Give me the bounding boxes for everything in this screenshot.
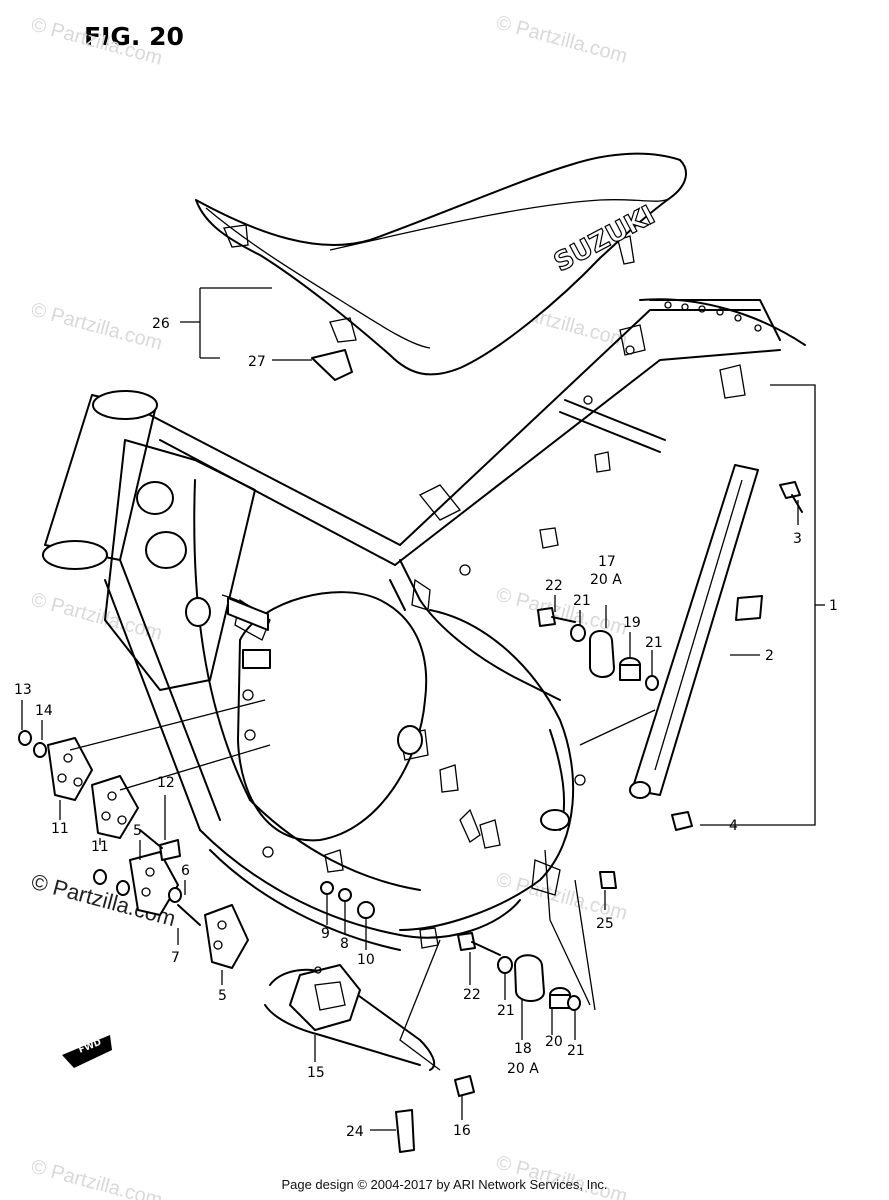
callout-labels: 1 2 3 4 5 5 6 7 8 9 10 11 11 12 13 14 15… — [14, 316, 838, 1140]
callout-7: 7 — [171, 950, 180, 966]
part-3-bolt — [779, 481, 803, 513]
callout-15: 15 — [307, 1065, 325, 1081]
watermark: © Partzilla.com — [29, 299, 165, 355]
callout-19: 19 — [623, 615, 641, 631]
upper-mount-parts — [537, 607, 659, 691]
callout-12: 12 — [157, 775, 175, 791]
callout-21: 21 — [497, 1003, 515, 1019]
watermark: © Partzilla.com — [29, 589, 165, 645]
callout-18: 18 — [514, 1041, 532, 1057]
callout-17: 17 — [598, 554, 616, 570]
callout-22: 22 — [545, 578, 563, 594]
callout-10: 10 — [357, 952, 375, 968]
small-fasteners — [311, 349, 475, 1153]
fwd-arrow-icon: FWD — [62, 1035, 112, 1068]
callout-11: 11 — [91, 839, 109, 855]
callout-25: 25 — [596, 916, 614, 932]
callout-20a: 20 A — [507, 1061, 539, 1077]
callout-11: 11 — [51, 821, 69, 837]
part-2-bracket — [629, 464, 763, 799]
engine-mount-plates — [18, 730, 617, 969]
watermark: © Partzilla.com — [494, 12, 630, 68]
watermark: © Partzilla.com — [494, 1152, 630, 1200]
callout-3: 3 — [793, 531, 802, 547]
figure-title: FIG. 20 — [84, 22, 184, 51]
callout-20: 20 — [545, 1034, 563, 1050]
callout-2: 2 — [765, 648, 774, 664]
callout-16: 16 — [453, 1123, 471, 1139]
callout-5: 5 — [218, 988, 227, 1004]
callout-21: 21 — [645, 635, 663, 651]
callout-21: 21 — [567, 1043, 585, 1059]
callout-20a: 20 A — [590, 572, 622, 588]
callout-8: 8 — [340, 936, 349, 952]
callout-4: 4 — [729, 818, 738, 834]
callout-21: 21 — [573, 593, 591, 609]
callout-5: 5 — [133, 823, 142, 839]
callout-9: 9 — [321, 926, 330, 942]
callout-27: 27 — [248, 354, 266, 370]
part-4-bolt — [671, 811, 693, 831]
callout-24: 24 — [346, 1124, 364, 1140]
callout-22: 22 — [463, 987, 481, 1003]
part-15-bracket — [264, 964, 436, 1071]
callout-1: 1 — [829, 598, 838, 614]
callout-6: 6 — [181, 863, 190, 879]
watermark: © Partzilla.com — [29, 14, 165, 70]
frame — [42, 298, 806, 951]
page-footer: Page design © 2004-2017 by ARI Network S… — [281, 1177, 608, 1192]
leader-lines — [21, 287, 825, 1131]
callout-14: 14 — [35, 703, 53, 719]
callout-26: 26 — [152, 316, 170, 332]
callout-13: 13 — [14, 682, 32, 698]
lower-mount-parts — [457, 932, 581, 1011]
